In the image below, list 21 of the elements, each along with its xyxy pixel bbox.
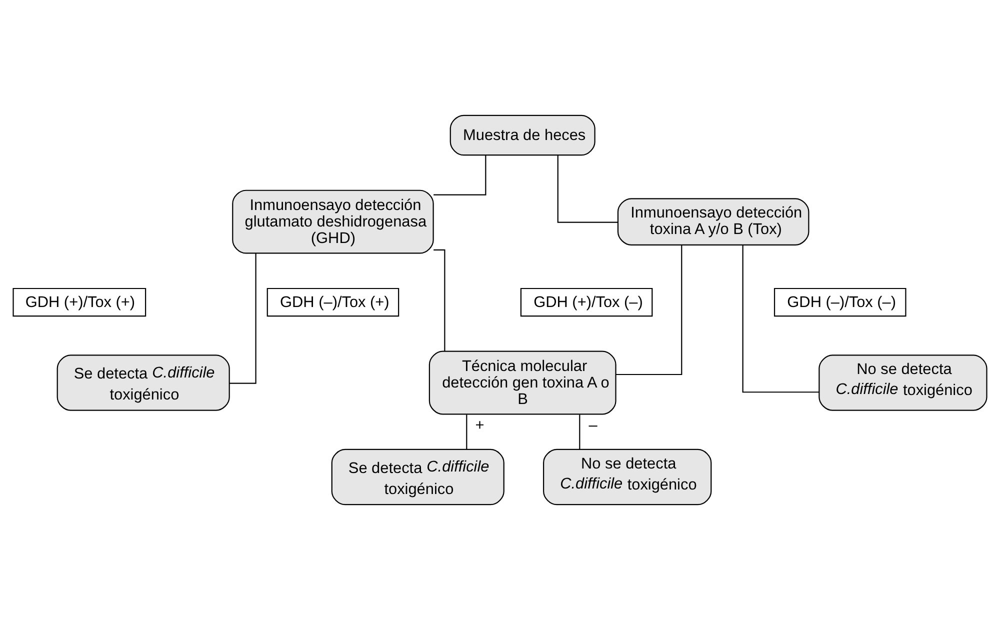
node-box: GDH (–)/Tox (+) xyxy=(266,288,400,317)
node-box: Se detecta C.difficile toxigénico xyxy=(56,354,230,411)
connector xyxy=(742,245,820,393)
connector xyxy=(579,414,580,450)
node-box: Inmunoensayo detección glutamato deshidrogenasa (GHD) xyxy=(232,190,434,254)
edge-label: + xyxy=(475,417,484,434)
connector xyxy=(434,155,486,196)
node-box: Muestra de heces xyxy=(450,114,596,156)
connector xyxy=(616,245,682,376)
node-box: No se detecta C.difficile toxigénico xyxy=(543,448,712,506)
node-box: GDH (+)/Tox (+) xyxy=(12,288,146,317)
node-box: Inmunoensayo detección toxina A y/o B (Tox) xyxy=(617,198,810,246)
node-box: No se detecta C.difficile toxigénico xyxy=(818,354,988,411)
connector xyxy=(229,253,256,384)
node-box: GDH (–)/Tox (–) xyxy=(774,288,906,317)
connector xyxy=(466,414,468,450)
node-box: GDH (+)/Tox (–) xyxy=(520,288,653,317)
edge-label: – xyxy=(588,417,598,434)
node-box: Técnica molecular detección gen toxina A o B xyxy=(428,350,616,415)
node-box: Se detecta C.difficile toxigénico xyxy=(331,448,504,506)
connector xyxy=(557,155,618,223)
